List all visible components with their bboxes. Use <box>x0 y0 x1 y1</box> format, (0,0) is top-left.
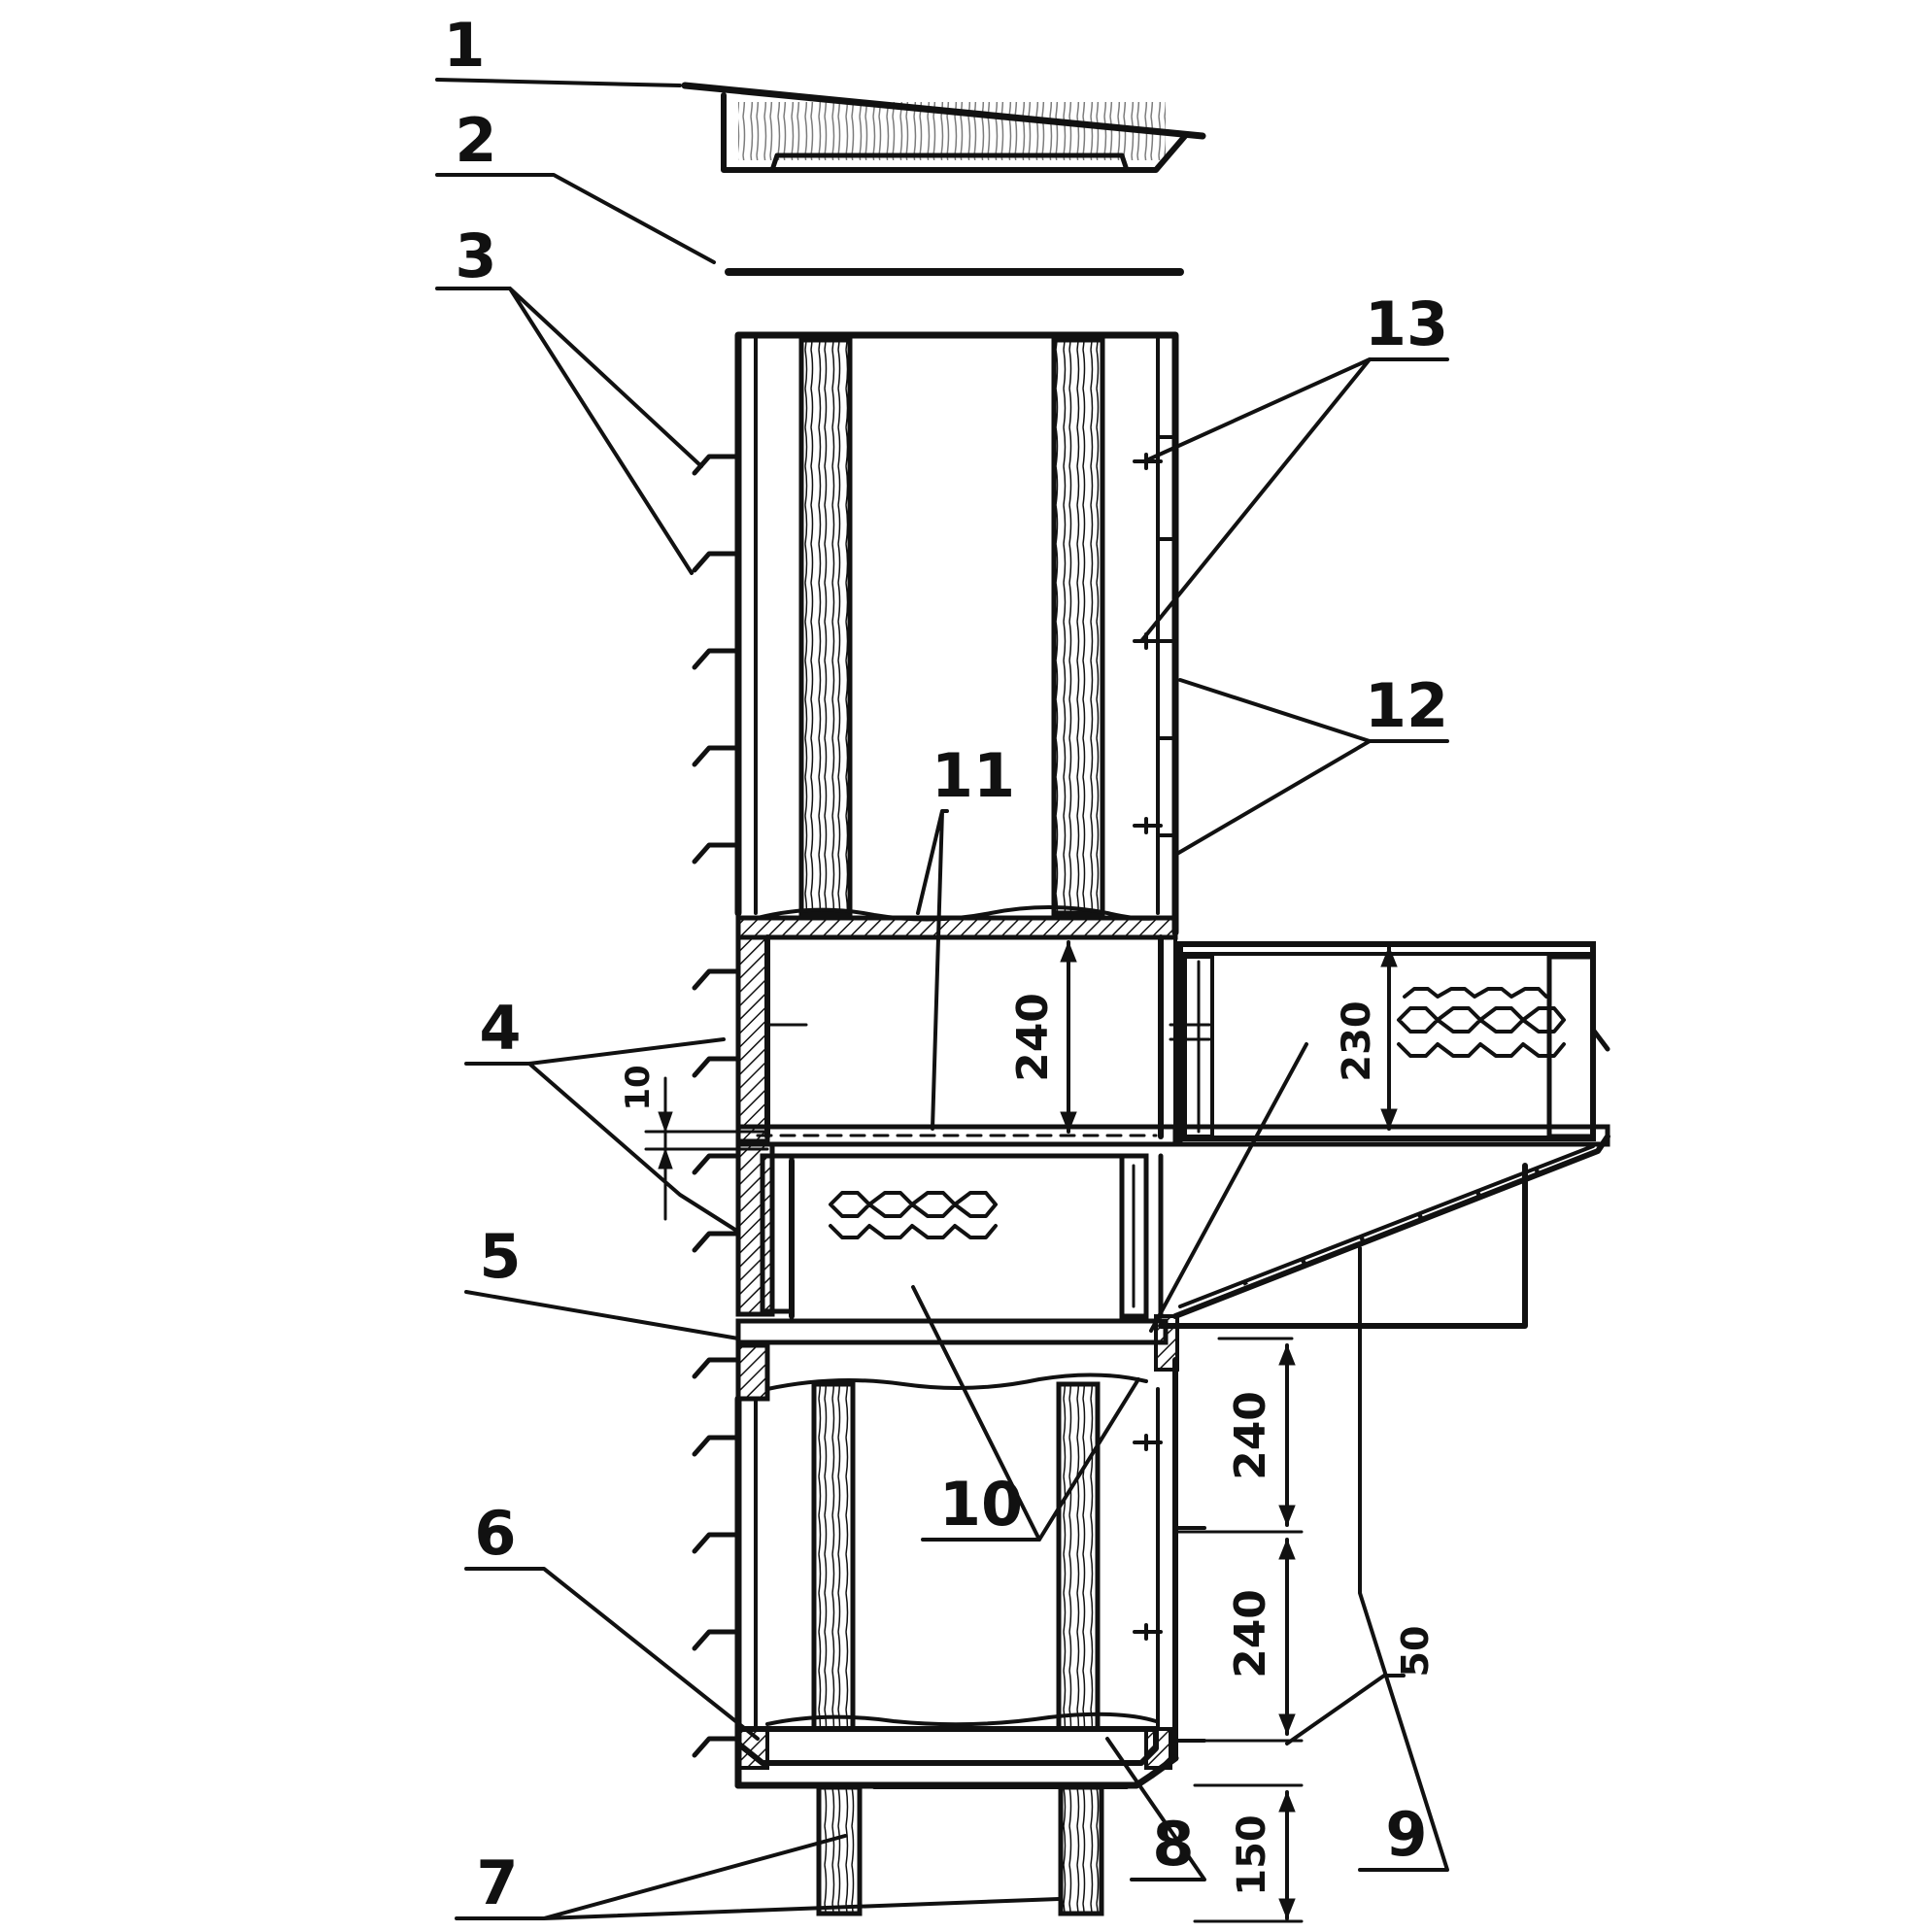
leader-lines <box>435 78 1449 1920</box>
callout-2: 2 <box>455 105 496 176</box>
dimension-lines <box>644 940 1398 1923</box>
callout-10: 10 <box>939 1469 1023 1540</box>
lower-post-right <box>1056 1381 1101 1732</box>
lower-post-left <box>811 1381 856 1732</box>
callout-6: 6 <box>474 1498 516 1569</box>
dim-upper-cage-height: 240 <box>1008 993 1058 1082</box>
lower-middle-cage <box>735 1141 1527 1372</box>
dim-lower-cage-1-height: 240 <box>1226 1391 1275 1480</box>
middle-mesh <box>829 1191 998 1239</box>
callout-9: 9 <box>1385 1799 1427 1870</box>
callout-8: 8 <box>1152 1809 1194 1880</box>
callout-4: 4 <box>479 993 521 1064</box>
upper-post-left <box>798 337 853 916</box>
middle-cage <box>735 934 1211 1147</box>
door-handles <box>692 454 741 1758</box>
dim-gap: 10 <box>619 1065 658 1110</box>
feeder-trough <box>1158 1134 1610 1329</box>
side-box-mesh <box>1397 987 1566 1058</box>
callout-5: 5 <box>479 1221 521 1292</box>
side-doors <box>1156 347 1178 916</box>
callout-11: 11 <box>932 740 1015 811</box>
hinges <box>1133 453 1163 1641</box>
legs <box>816 1784 1129 1916</box>
upper-post-right <box>1051 337 1105 916</box>
dim-legs-height: 150 <box>1230 1814 1274 1896</box>
callout-13: 13 <box>1365 288 1448 359</box>
callout-1: 1 <box>443 10 485 81</box>
callout-3: 3 <box>455 220 496 291</box>
callout-7: 7 <box>476 1847 518 1918</box>
callout-12: 12 <box>1365 670 1448 741</box>
upper-litter <box>756 905 1158 922</box>
upper-floor-beam <box>735 915 1178 940</box>
bottom-tray <box>735 1726 1159 1766</box>
lower-cage <box>734 1342 1206 1789</box>
dim-side-box-height: 230 <box>1335 1000 1379 1082</box>
roof-lid <box>681 82 1206 173</box>
middle-floor-tray <box>735 1124 1178 1147</box>
dim-lower-cage-2-height: 240 <box>1226 1589 1275 1678</box>
dim-floor-offset: 50 <box>1394 1626 1437 1678</box>
upper-cage <box>734 331 1179 940</box>
